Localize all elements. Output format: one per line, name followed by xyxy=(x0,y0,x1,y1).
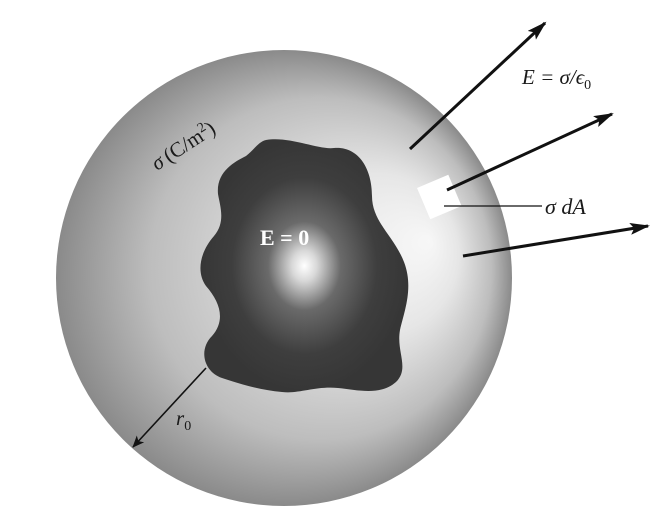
field-inside-label: E = 0 xyxy=(260,225,309,250)
radius-label: r0 xyxy=(176,406,191,434)
charge-element-patch xyxy=(417,174,462,220)
radius-arrow xyxy=(132,367,207,448)
field-arrow-middle xyxy=(446,112,614,192)
charge-element-label: σ dA xyxy=(545,194,586,219)
field-arrow-top xyxy=(408,21,547,151)
cavity-region xyxy=(200,139,409,393)
field-outside-label: E = σ/ϵ0 xyxy=(521,65,591,93)
field-arrow-bottom xyxy=(462,222,650,258)
